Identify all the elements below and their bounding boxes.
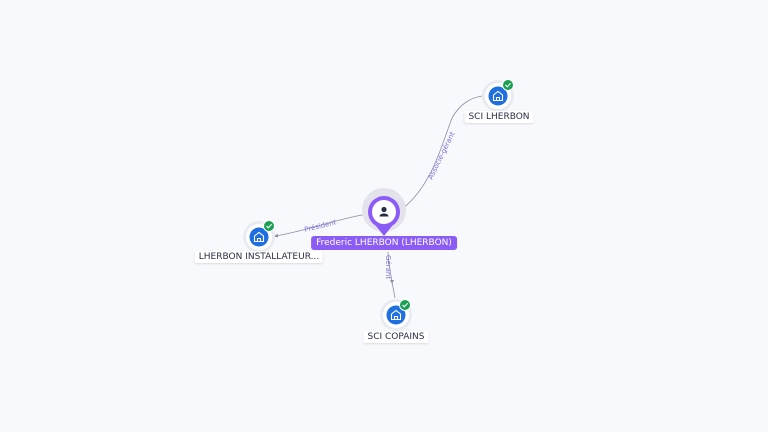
edge-label-associe-gerant: Associé-gérant xyxy=(427,130,457,181)
building-icon xyxy=(492,90,504,102)
building-icon xyxy=(253,231,265,243)
company-label-lherbon-installateur[interactable]: LHERBON INSTALLATEUR... xyxy=(194,251,324,263)
verified-check-icon xyxy=(502,79,514,91)
company-node-sci-copains[interactable] xyxy=(380,299,412,331)
building-icon xyxy=(390,309,402,321)
edge-label-president: Président xyxy=(304,218,338,234)
edge-president xyxy=(274,213,369,238)
edge-gerant-arrow xyxy=(390,280,394,284)
company-label-sci-lherbon[interactable]: SCI LHERBON xyxy=(464,111,534,123)
company-label-sci-copains[interactable]: SCI COPAINS xyxy=(363,331,429,343)
person-node[interactable] xyxy=(362,188,406,236)
person-name-label[interactable]: Frederic LHERBON (LHERBON) xyxy=(311,236,457,250)
edge-gerant xyxy=(387,251,396,299)
company-node-lherbon-installateur[interactable] xyxy=(243,220,275,254)
edge-label-gerant: Gérant xyxy=(384,255,392,279)
verified-check-icon xyxy=(263,220,275,232)
edge-associe-gerant xyxy=(397,95,483,213)
verified-check-icon xyxy=(399,299,411,311)
person-icon xyxy=(379,206,389,217)
company-node-sci-lherbon[interactable] xyxy=(482,79,514,113)
